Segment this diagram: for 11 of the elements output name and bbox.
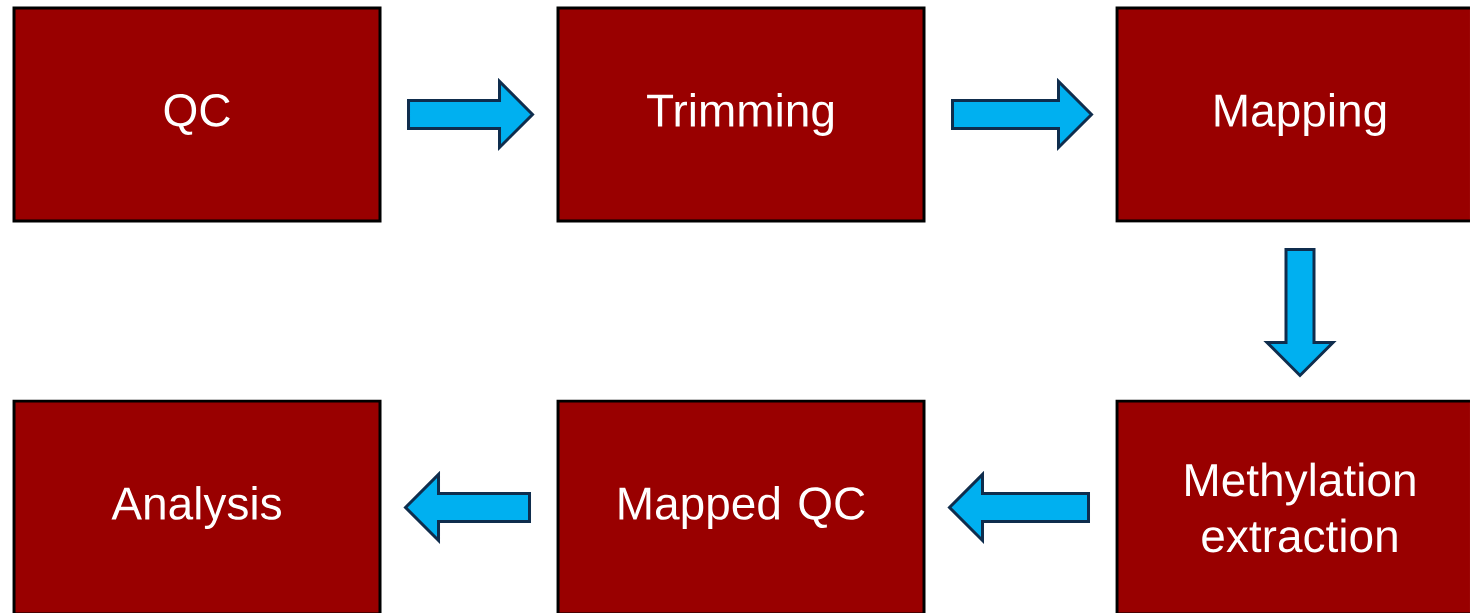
process-box: QC bbox=[12, 6, 382, 223]
process-box: Trimming bbox=[556, 6, 926, 223]
process-box: Analysis bbox=[12, 399, 382, 613]
block-arrow bbox=[403, 470, 531, 545]
process-box: Mapping bbox=[1115, 6, 1470, 223]
block-arrow bbox=[407, 77, 535, 152]
block-arrow bbox=[1263, 248, 1337, 378]
block-arrow bbox=[951, 77, 1094, 152]
process-box: Mapped QC bbox=[556, 399, 926, 613]
block-arrow bbox=[947, 470, 1090, 545]
process-box: Methylation extraction bbox=[1115, 399, 1470, 613]
